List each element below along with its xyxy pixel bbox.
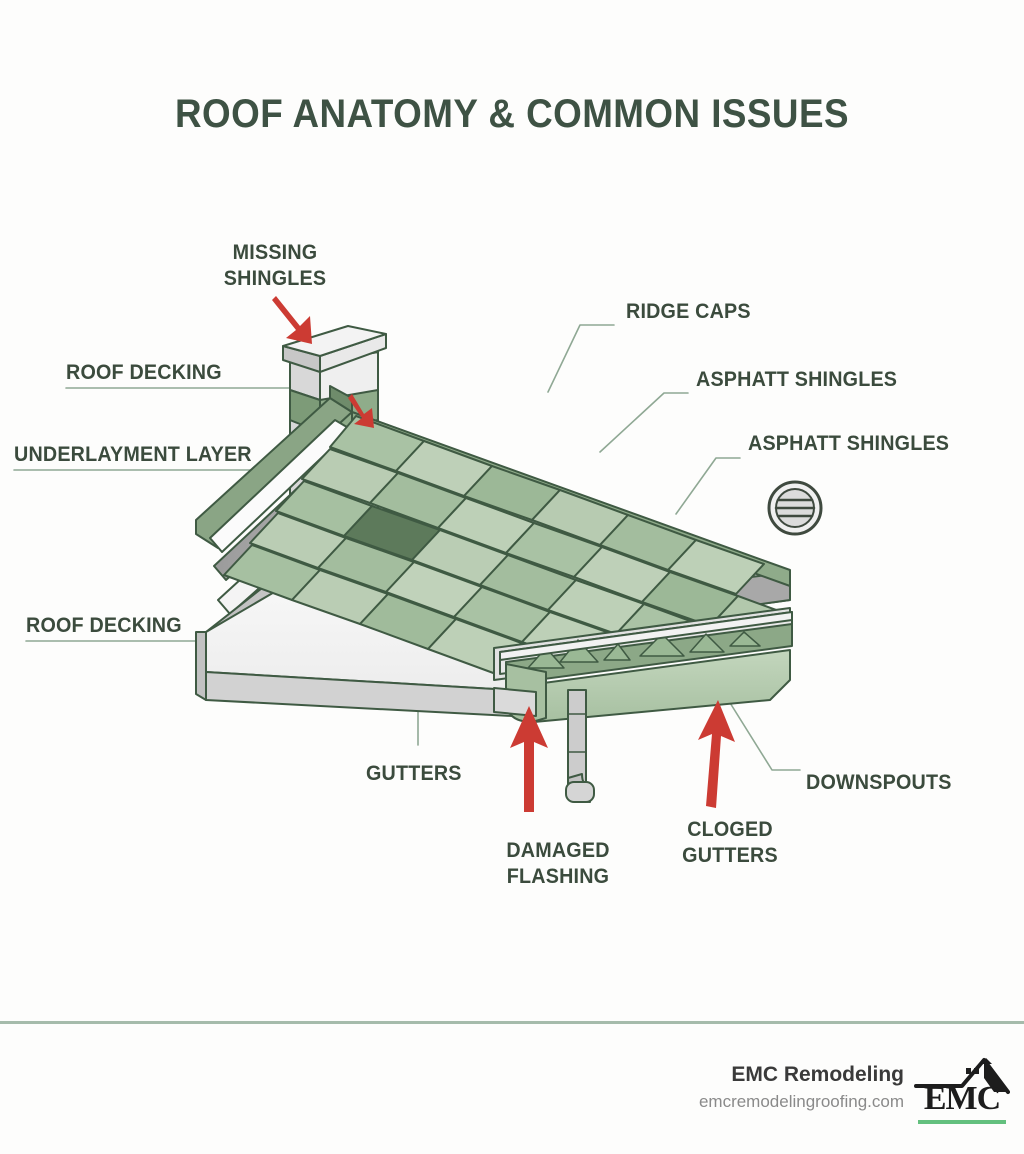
emc-logo-text: EMC [923,1080,1001,1117]
downspout [565,689,595,803]
label-asphalt-shingles-lower: ASPHATT SHINGLES [748,432,950,455]
label-damaged-flashing: DAMAGED FLASHING [475,838,640,890]
red-arrows [272,296,735,812]
label-ridge-caps: RIDGE CAPS [626,300,751,323]
label-roof-decking-top: ROOF DECKING [66,361,222,384]
shingle-field [223,411,791,675]
footer-company-name: EMC Remodeling [731,1063,904,1086]
shingle-row-1 [329,415,765,595]
gutter-debris [527,631,761,669]
label-missing-shingles: MISSING SHINGLES [200,240,350,292]
label-damaged-flashing-line2: FLASHING [506,865,610,888]
label-roof-decking-bottom: ROOF DECKING [26,614,182,637]
roof-vent-icon [767,480,823,536]
footer-divider [0,1021,1024,1024]
label-gutters: GUTTERS [366,762,462,785]
label-downspouts: DOWNSPOUTS [806,771,952,794]
arrow-cloged-gutters [698,700,735,808]
label-cloged-gutters-line2: GUTTERS [682,844,778,867]
footer-website[interactable]: emcremodelingroofing.com [698,1092,904,1111]
label-cloged-gutters-line1: CLOGED [687,818,773,841]
label-missing-shingles-line2: SHINGLES [223,267,327,290]
arrow-missing-shingles-top [272,296,312,344]
arrow-missing-shingles-roof [348,394,374,428]
page-title: ROOF ANATOMY & COMMON ISSUES [175,92,849,136]
label-underlayment-layer: UNDERLAYMENT LAYER [14,443,252,466]
emc-house-logo-icon [914,1058,1010,1094]
label-missing-shingles-line1: MISSING [232,241,318,264]
label-damaged-flashing-line1: DAMAGED [506,839,610,862]
label-cloged-gutters: CLOGED GUTTERS [655,817,805,869]
emc-logo-underline [918,1120,1006,1124]
arrow-damaged-flashing [510,706,548,812]
flashing-block [493,687,537,717]
label-asphalt-shingles-upper: ASPHATT SHINGLES [696,368,898,391]
